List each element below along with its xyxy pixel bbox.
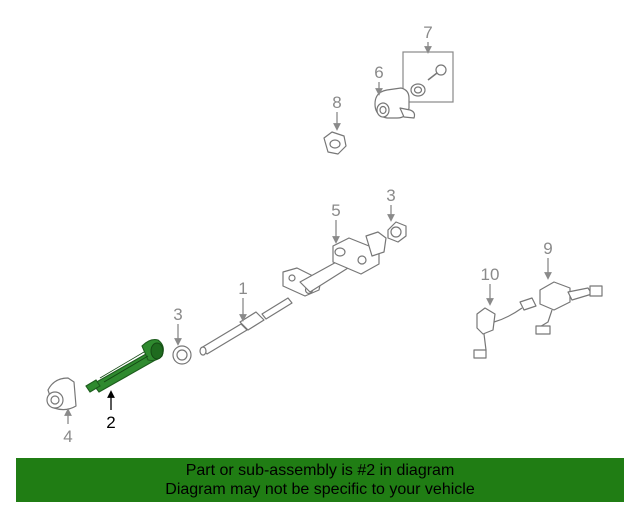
callout-1[interactable]: 1	[238, 279, 247, 298]
banner-disclaimer-line: Diagram may not be specific to your vehi…	[165, 481, 475, 498]
part-3-upper-bushing[interactable]	[387, 221, 407, 243]
part-5-column-housing[interactable]	[282, 231, 387, 297]
callout-7[interactable]: 7	[423, 23, 432, 42]
part-9-combination-switch[interactable]	[535, 281, 603, 335]
part-2-intermediate-shaft[interactable]	[85, 339, 164, 393]
callout-9[interactable]: 9	[543, 239, 552, 258]
callout-8[interactable]: 8	[332, 93, 341, 112]
callout-3-upper[interactable]: 3	[386, 186, 395, 205]
part-1-steering-shaft[interactable]	[199, 297, 293, 356]
banner-part-line: Part or sub-assembly is #2 in diagram	[185, 462, 455, 479]
part-10-switch-harness[interactable]	[473, 297, 537, 359]
part-7-key-set[interactable]	[402, 51, 454, 103]
info-banner: Part or sub-assembly is #2 in diagram Di…	[16, 458, 624, 502]
part-8-clip[interactable]	[323, 131, 347, 155]
callout-10[interactable]: 10	[481, 265, 500, 284]
callout-2[interactable]: 2	[106, 413, 115, 432]
callout-4[interactable]: 4	[63, 427, 72, 446]
callout-6[interactable]: 6	[374, 63, 383, 82]
parts-diagram: 7 6 8 5 3 1	[46, 23, 603, 446]
part-4-boot[interactable]	[46, 377, 77, 411]
callout-3-lower[interactable]: 3	[173, 305, 182, 324]
callout-5[interactable]: 5	[331, 201, 340, 220]
part-6-lock-housing[interactable]	[374, 87, 416, 119]
part-3-lower-bushing[interactable]	[172, 345, 192, 365]
